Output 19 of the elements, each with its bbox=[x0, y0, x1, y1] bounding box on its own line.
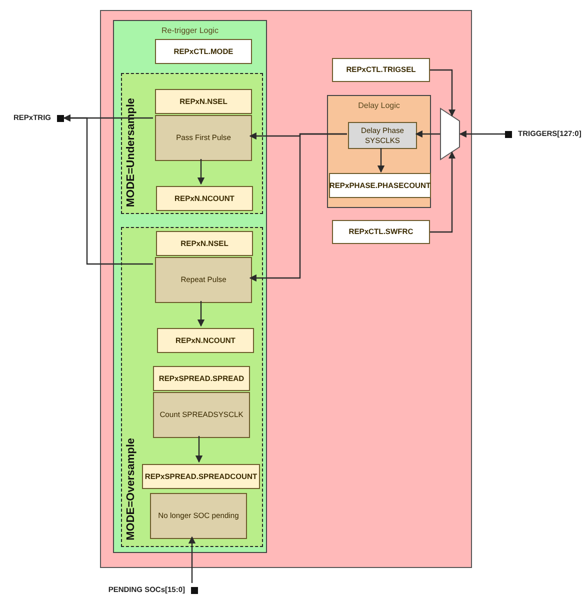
vertical-group-title: MODE=Undersample bbox=[125, 98, 138, 207]
arrow bbox=[377, 148, 385, 173]
arrow bbox=[63, 114, 153, 265]
logic-panel bbox=[113, 20, 267, 553]
mode-region bbox=[121, 73, 263, 214]
arrow bbox=[459, 130, 505, 138]
vertical-group-title: MODE=Oversample bbox=[125, 438, 138, 540]
arrow bbox=[430, 151, 456, 233]
arrow bbox=[415, 130, 440, 138]
arrow bbox=[197, 301, 205, 327]
mode-region bbox=[121, 227, 263, 547]
arrow bbox=[188, 536, 196, 583]
group-title: Delay Logic bbox=[358, 101, 400, 111]
arrow bbox=[249, 133, 347, 282]
delay-logic-panel bbox=[327, 95, 431, 208]
arrow bbox=[197, 159, 205, 185]
arrow bbox=[430, 69, 456, 117]
arrow bbox=[195, 436, 203, 463]
group-title: Re-trigger Logic bbox=[162, 26, 218, 36]
